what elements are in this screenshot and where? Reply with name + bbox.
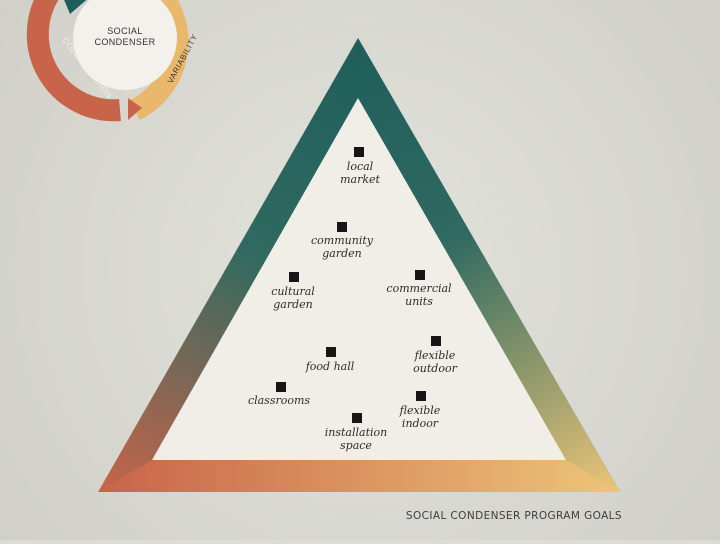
marker-label: flexible outdoor <box>413 349 457 375</box>
footer-caption: SOCIAL CONDENSER PROGRAM GOALS <box>405 510 622 522</box>
cycle-center <box>73 0 177 90</box>
variability-arc <box>129 0 189 120</box>
marker-label: local market <box>340 160 380 186</box>
pyramid-bottom-edge <box>98 460 620 492</box>
marker-square <box>289 272 299 282</box>
cycle-center-line2: CONDENSER <box>94 37 155 47</box>
social-condenser-cycle: SOCIAL CONDENSER COLLABORATION VARIABILI… <box>26 0 199 122</box>
marker-square <box>354 147 364 157</box>
marker-label: community garden <box>311 234 373 260</box>
collaboration-arrowhead <box>128 98 142 120</box>
marker-label: food hall <box>305 360 355 373</box>
marker-square <box>416 391 426 401</box>
pyramid-inner-field <box>152 98 566 460</box>
marker-square <box>431 336 441 346</box>
pyramid-right-edge <box>358 38 620 492</box>
marker-square <box>326 347 336 357</box>
pyramid <box>98 38 620 492</box>
marker-square <box>415 270 425 280</box>
collaboration-arc <box>26 0 121 122</box>
cycle-center-line1: SOCIAL <box>107 26 142 36</box>
marker-square <box>276 382 286 392</box>
marker-label: commercial units <box>386 282 452 308</box>
marker-square <box>337 222 347 232</box>
marker-square <box>352 413 362 423</box>
marker-label: flexible indoor <box>399 404 441 430</box>
marker-label: cultural garden <box>271 285 315 311</box>
marker-label: classrooms <box>247 394 311 407</box>
marker-label: installation space <box>324 426 388 452</box>
top-arc-arrowhead <box>64 0 87 14</box>
